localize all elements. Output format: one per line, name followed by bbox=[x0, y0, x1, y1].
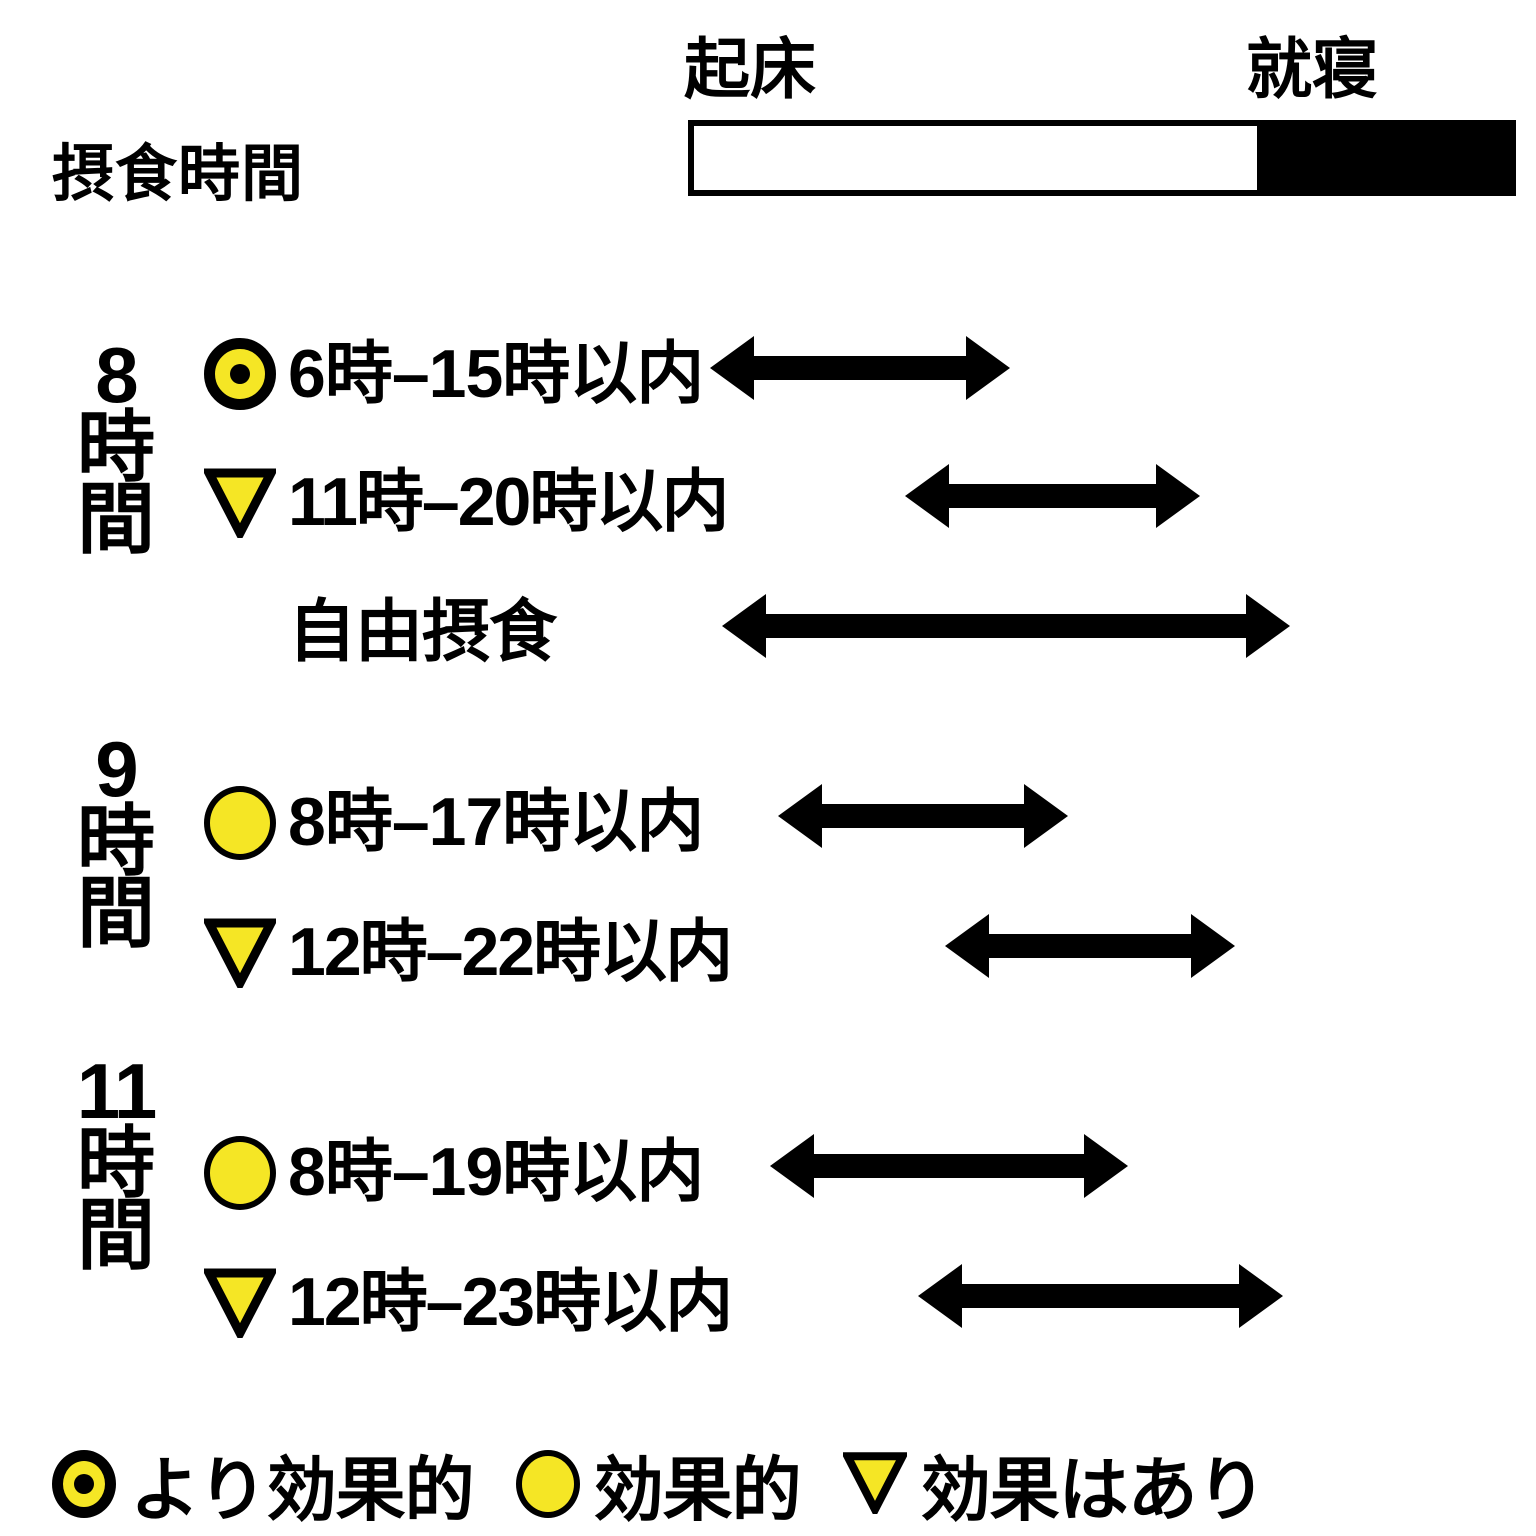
circle-icon bbox=[204, 1136, 276, 1210]
schedule-row: 12時–23時以内 bbox=[0, 1258, 1536, 1352]
triangle-icon bbox=[204, 916, 276, 988]
schedule-label: 12時–23時以内 bbox=[288, 1264, 733, 1340]
page-title: 摂食時間 bbox=[52, 140, 305, 209]
duration-group-9h: 9 時 間 8時–17時以内 12時–22時以内 bbox=[0, 725, 1536, 1024]
schedule-row: 6時–15時以内 bbox=[0, 330, 1536, 424]
wake-up-label: 起床 bbox=[684, 32, 816, 106]
schedule-label: 6時–15時以内 bbox=[288, 336, 704, 412]
circle-icon bbox=[204, 786, 276, 860]
double-circle-icon bbox=[52, 1450, 116, 1518]
schedule-label: 8時–19時以内 bbox=[288, 1134, 704, 1210]
legend-item-more-effective: より効果的 bbox=[52, 1434, 475, 1535]
time-window-arrow bbox=[770, 1132, 1128, 1200]
time-window-arrow bbox=[778, 782, 1068, 850]
schedule-row: 11時–20時以内 bbox=[0, 458, 1536, 552]
legend-item-effective: 効果的 bbox=[515, 1434, 802, 1535]
time-window-arrow bbox=[945, 912, 1235, 980]
legend-item-some-effect: 効果はあり bbox=[842, 1434, 1267, 1535]
time-window-arrow bbox=[722, 592, 1290, 660]
schedule-label: 自由摂食 bbox=[288, 594, 557, 670]
day-timeline-bar bbox=[688, 120, 1516, 196]
schedule-row: 自由摂食 bbox=[0, 588, 1536, 682]
asleep-segment bbox=[1257, 126, 1510, 190]
time-window-arrow bbox=[710, 334, 1010, 402]
legend: より効果的 効果的 効果はあり bbox=[52, 1432, 1308, 1536]
duration-group-8h: 8 時 間 6時–15時以内 11時–20時以内 bbox=[0, 330, 1536, 700]
schedule-label: 8時–17時以内 bbox=[288, 784, 704, 860]
legend-label: 効果的 bbox=[593, 1450, 802, 1529]
awake-segment bbox=[694, 126, 1258, 190]
double-circle-icon bbox=[204, 338, 276, 410]
schedule-label: 12時–22時以内 bbox=[288, 914, 733, 990]
schedule-row: 8時–17時以内 bbox=[0, 778, 1536, 872]
schedule-label: 11時–20時以内 bbox=[288, 464, 729, 540]
time-window-arrow bbox=[905, 462, 1200, 530]
triangle-icon bbox=[204, 1266, 276, 1338]
schedule-row: 12時–22時以内 bbox=[0, 908, 1536, 1002]
duration-label-9h: 9 時 間 bbox=[76, 725, 155, 957]
duration-label-8h: 8 時 間 bbox=[76, 331, 155, 563]
legend-label: より効果的 bbox=[130, 1450, 475, 1529]
time-window-arrow bbox=[918, 1262, 1283, 1330]
schedule-row: 8時–19時以内 bbox=[0, 1128, 1536, 1222]
duration-group-11h: 11 時 間 8時–19時以内 12時–23時以内 bbox=[0, 1047, 1536, 1346]
duration-label-11h: 11 時 間 bbox=[76, 1047, 157, 1279]
circle-icon bbox=[515, 1450, 580, 1518]
bedtime-label: 就寝 bbox=[1246, 32, 1378, 106]
triangle-icon bbox=[842, 1450, 907, 1518]
triangle-icon bbox=[204, 466, 276, 538]
legend-label: 効果はあり bbox=[920, 1450, 1267, 1529]
